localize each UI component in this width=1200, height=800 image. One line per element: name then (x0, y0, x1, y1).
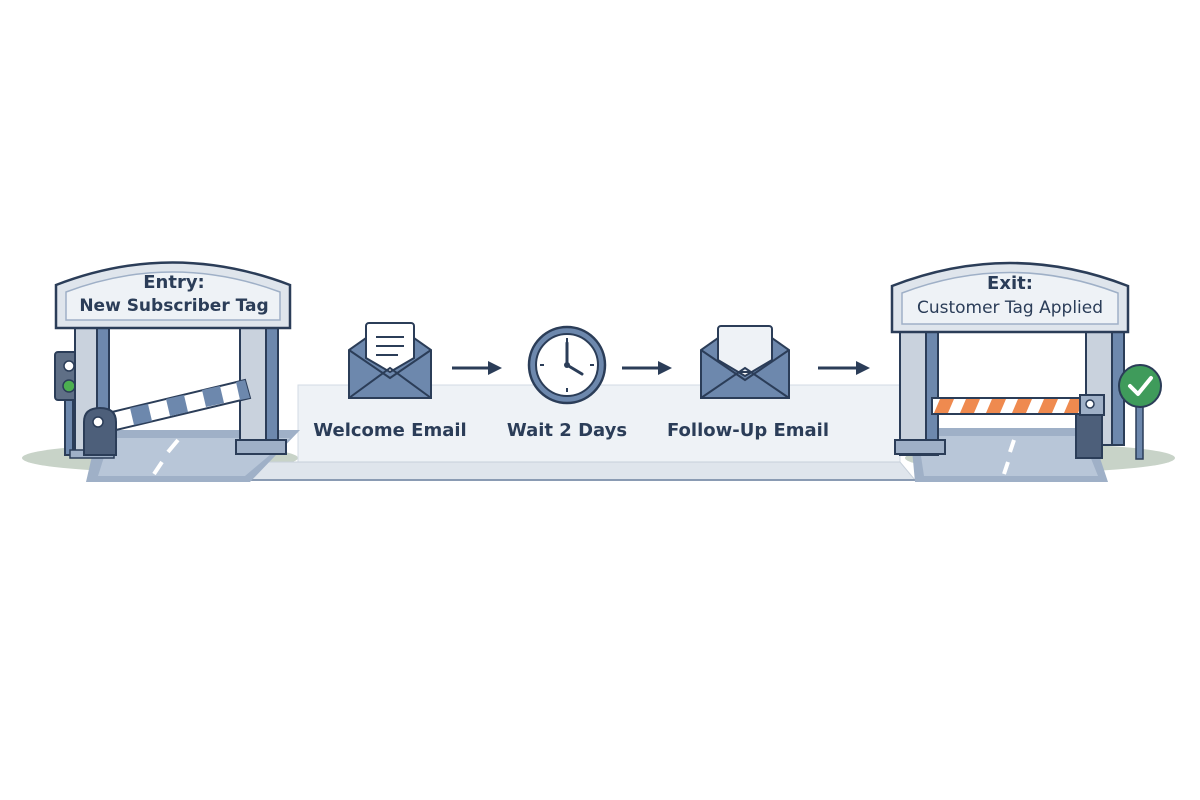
check-sign-icon (1118, 364, 1162, 460)
step-label: Wait 2 Days (507, 420, 627, 441)
arrow-icon (622, 361, 672, 375)
exit-sign: Exit: Customer Tag Applied (890, 261, 1130, 334)
entry-title: Entry: (143, 272, 205, 293)
exit-subtitle: Customer Tag Applied (917, 298, 1103, 318)
exit-barrier-arm (931, 397, 1091, 415)
exit-barrier-housing (1075, 394, 1105, 459)
open-envelope-letter-icon (348, 322, 432, 399)
arrow-icon (452, 361, 502, 375)
workflow-platform (199, 384, 917, 481)
open-envelope-icon (700, 325, 790, 399)
entry-sign: Entry: New Subscriber Tag (54, 261, 292, 330)
arrow-icon (818, 361, 870, 375)
entry-barrier-housing (83, 406, 117, 456)
step-label: Welcome Email (313, 420, 466, 441)
entry-barrier-arm (110, 378, 252, 432)
step-wait: Wait 2 Days (507, 325, 627, 441)
entry-subtitle: New Subscriber Tag (79, 296, 268, 316)
entry-gate: Entry: New Subscriber Tag (54, 261, 292, 459)
clock-icon (527, 325, 607, 405)
step-follow-up-email: Follow-Up Email (667, 325, 829, 441)
step-welcome-email: Welcome Email (313, 322, 467, 441)
step-label: Follow-Up Email (667, 420, 829, 441)
exit-title: Exit: (987, 273, 1033, 294)
exit-road (910, 428, 1108, 482)
exit-gate: Exit: Customer Tag Applied (890, 261, 1162, 460)
